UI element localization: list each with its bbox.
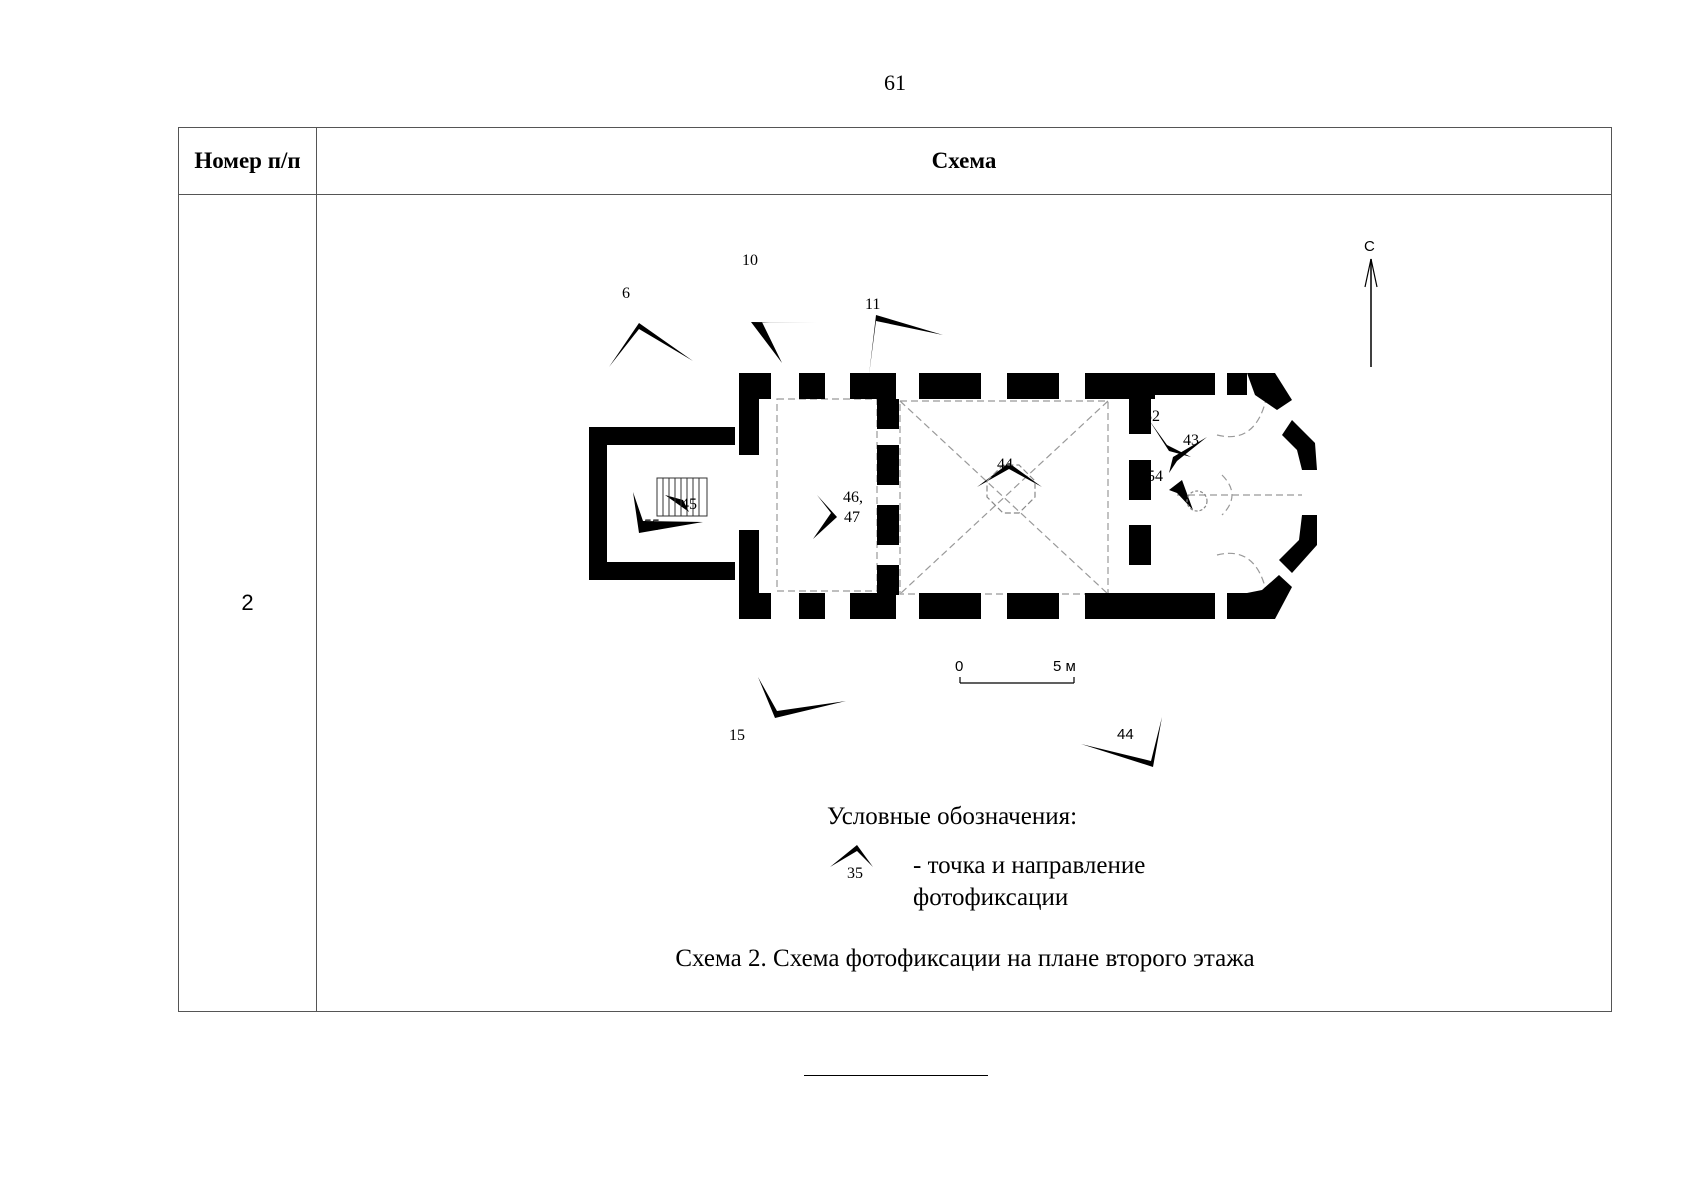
north-label: С xyxy=(1364,238,1375,255)
photo-marker-45 xyxy=(665,495,689,512)
label-55: 55 xyxy=(644,517,660,534)
scheme-cell: С 0 5 м xyxy=(316,194,1612,1012)
header-number: Номер п/п xyxy=(178,127,317,195)
photo-marker-44-inside xyxy=(977,463,1042,487)
label-47: 47 xyxy=(844,509,860,526)
header-scheme: Схема xyxy=(316,127,1612,195)
scale-bar: 0 5 м xyxy=(955,658,1076,684)
label-52: 52 xyxy=(1144,408,1160,425)
footnote-separator xyxy=(804,1075,988,1076)
photo-marker-46-47 xyxy=(813,495,837,539)
label-10: 10 xyxy=(742,252,758,269)
stair xyxy=(656,477,708,517)
photo-marker-10 xyxy=(751,322,817,363)
label-6: 6 xyxy=(622,285,630,302)
photo-marker-52 xyxy=(1149,420,1191,457)
photo-marker-43 xyxy=(1169,437,1207,473)
photo-markers xyxy=(609,315,1207,767)
legend-title: Условные обозначения: xyxy=(827,803,1078,830)
label-54: 54 xyxy=(1147,468,1163,485)
scale-start: 0 xyxy=(955,658,963,675)
legend-description: - точка и направление фотофиксации xyxy=(913,852,1146,911)
document-table: Номер п/п Схема 2 xyxy=(178,127,1612,1012)
label-43: 43 xyxy=(1183,432,1199,449)
legend-sample-number: 35 xyxy=(847,865,863,882)
row-number: 2 xyxy=(178,194,317,1012)
label-11: 11 xyxy=(865,296,880,313)
label-44-inside: 44 xyxy=(997,456,1013,473)
dome-outline xyxy=(986,464,1036,514)
interior-outlines xyxy=(776,394,1302,596)
label-45: 45 xyxy=(681,496,697,513)
legend-sample-marker: 35 xyxy=(830,845,873,882)
label-44-outside: 44 xyxy=(1117,726,1134,743)
floor-plan-diagram: С 0 5 м xyxy=(589,238,1378,882)
walls xyxy=(589,373,1317,619)
photo-marker-55 xyxy=(633,492,703,533)
altar-outline xyxy=(1186,490,1208,512)
table-header-row: Номер п/п Схема xyxy=(178,127,1612,195)
photo-marker-54 xyxy=(1169,480,1193,510)
photo-marker-11 xyxy=(869,315,943,375)
table-row: 2 xyxy=(178,194,1612,1012)
page-number: 61 xyxy=(884,70,906,95)
scale-end: 5 м xyxy=(1053,658,1076,675)
label-15: 15 xyxy=(729,727,745,744)
diagram-caption: Схема 2. Схема фотофиксации на плане вто… xyxy=(675,945,1255,972)
photo-marker-6 xyxy=(609,323,693,367)
north-arrow: С xyxy=(1364,238,1378,367)
label-46: 46, xyxy=(843,489,863,506)
photo-marker-15 xyxy=(758,677,846,718)
